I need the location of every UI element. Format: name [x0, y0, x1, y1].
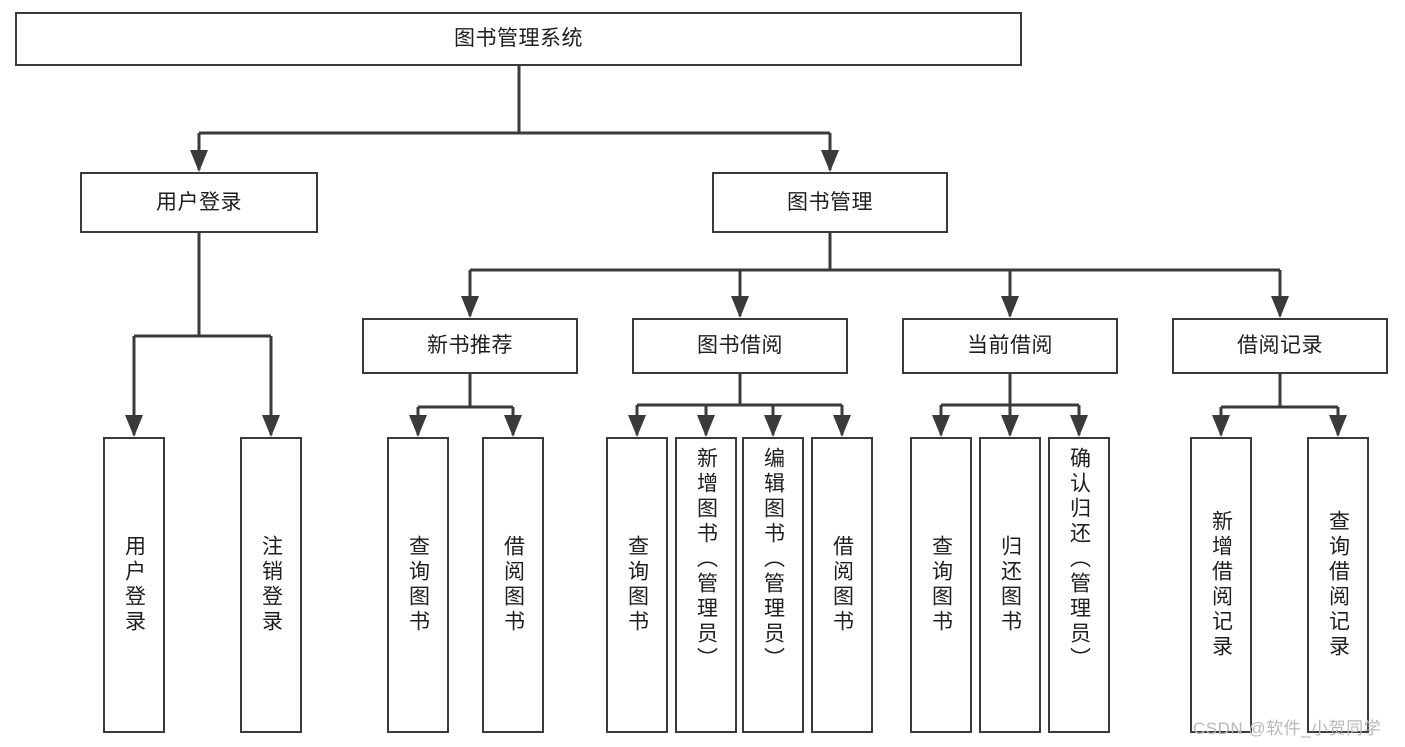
bus-book-manage-arrow-0 — [461, 296, 479, 318]
node-label-leaf-borrow-book: 借阅图书 — [830, 535, 854, 635]
node-leaf-add-record: 新增借阅记录 — [1190, 437, 1252, 733]
bus-book-borrow-arrow-2 — [764, 415, 782, 437]
bus-borrow-record-arrow-0 — [1212, 415, 1230, 437]
bus-current-borrow-arrow-2 — [1070, 415, 1088, 437]
node-label-root: 图书管理系统 — [454, 27, 583, 51]
node-book-manage: 图书管理 — [712, 172, 948, 233]
node-label-leaf-rec-borrow-book: 借阅图书 — [501, 535, 525, 635]
node-label-book-manage: 图书管理 — [787, 190, 873, 214]
node-label-user-login: 用户登录 — [156, 190, 242, 214]
node-leaf-confirm-return-admin: 确认归还（管理员） — [1048, 437, 1110, 733]
node-label-leaf-return-book: 归还图书 — [998, 535, 1022, 635]
node-root: 图书管理系统 — [15, 12, 1022, 66]
node-leaf-borrow-book: 借阅图书 — [811, 437, 873, 733]
node-label-leaf-borrow-query-book: 查询图书 — [625, 535, 649, 635]
node-label-leaf-user-login: 用户登录 — [122, 535, 146, 635]
bus-book-manage-arrow-2 — [1001, 296, 1019, 318]
bus-current-borrow-arrow-0 — [932, 415, 950, 437]
node-label-leaf-cur-query-book: 查询图书 — [929, 535, 953, 635]
bus-root-arrow-1 — [821, 150, 839, 172]
node-leaf-return-book: 归还图书 — [979, 437, 1041, 733]
bus-user-login-arrow-0 — [125, 415, 143, 437]
node-label-borrow-record: 借阅记录 — [1237, 334, 1323, 358]
bus-user-login-arrow-1 — [262, 415, 280, 437]
node-label-book-borrow: 图书借阅 — [697, 334, 783, 358]
node-label-leaf-logout: 注销登录 — [259, 535, 283, 635]
bus-book-manage-arrow-1 — [731, 296, 749, 318]
bus-root-arrow-0 — [190, 150, 208, 172]
bus-book-borrow-arrow-3 — [833, 415, 851, 437]
node-user-login: 用户登录 — [80, 172, 318, 233]
node-book-borrow: 图书借阅 — [632, 318, 848, 374]
node-leaf-rec-query-book: 查询图书 — [387, 437, 449, 733]
node-label-leaf-edit-book-admin: 编辑图书（管理员） — [761, 447, 785, 672]
bus-book-borrow-arrow-1 — [697, 415, 715, 437]
node-leaf-logout: 注销登录 — [240, 437, 302, 733]
node-label-leaf-add-book-admin: 新增图书（管理员） — [694, 447, 718, 672]
bus-book-manage-arrow-3 — [1271, 296, 1289, 318]
bus-book-borrow-arrow-0 — [628, 415, 646, 437]
bus-borrow-record-arrow-1 — [1329, 415, 1347, 437]
node-leaf-query-record: 查询借阅记录 — [1307, 437, 1369, 733]
node-label-current-borrow: 当前借阅 — [967, 334, 1053, 358]
node-leaf-rec-borrow-book: 借阅图书 — [482, 437, 544, 733]
node-leaf-add-book-admin: 新增图书（管理员） — [675, 437, 737, 733]
bus-new-book-rec-arrow-1 — [504, 415, 522, 437]
node-label-leaf-confirm-return-admin: 确认归还（管理员） — [1067, 447, 1091, 672]
node-label-new-book-rec: 新书推荐 — [427, 334, 513, 358]
node-label-leaf-query-record: 查询借阅记录 — [1326, 510, 1350, 660]
node-leaf-user-login: 用户登录 — [103, 437, 165, 733]
node-leaf-edit-book-admin: 编辑图书（管理员） — [742, 437, 804, 733]
node-leaf-cur-query-book: 查询图书 — [910, 437, 972, 733]
bus-current-borrow-arrow-1 — [1001, 415, 1019, 437]
node-label-leaf-rec-query-book: 查询图书 — [406, 535, 430, 635]
node-borrow-record: 借阅记录 — [1172, 318, 1388, 374]
node-label-leaf-add-record: 新增借阅记录 — [1209, 510, 1233, 660]
node-new-book-rec: 新书推荐 — [362, 318, 578, 374]
node-leaf-borrow-query-book: 查询图书 — [606, 437, 668, 733]
bus-new-book-rec-arrow-0 — [409, 415, 427, 437]
node-current-borrow: 当前借阅 — [902, 318, 1118, 374]
